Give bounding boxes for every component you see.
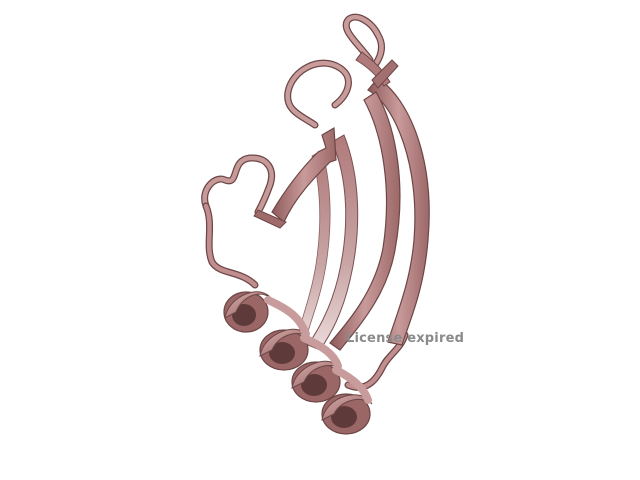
alpha-helix xyxy=(223,291,373,435)
coil-loops xyxy=(201,13,409,391)
beta-strands xyxy=(253,51,430,351)
license-watermark: License expired xyxy=(346,331,465,346)
